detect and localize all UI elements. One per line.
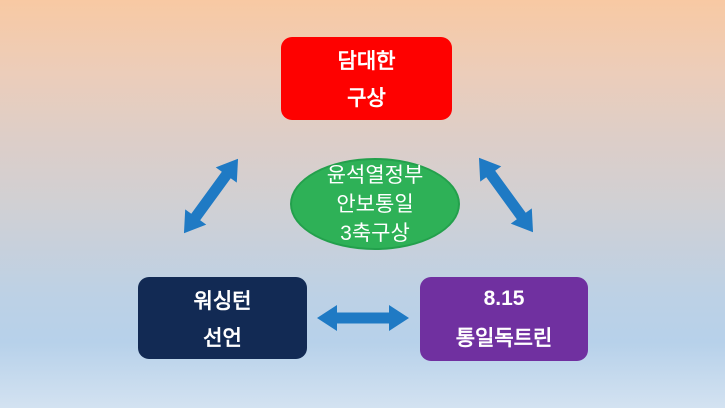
node-text-line: 워싱턴 <box>193 289 252 313</box>
double-arrow-icon <box>466 148 546 241</box>
node-815-doctrine: 8.15 통일독트린 <box>420 277 588 361</box>
node-text-line: 8.15 <box>483 286 525 310</box>
node-text-line: 3축구상 <box>340 221 410 245</box>
node-text-line: 담대한 <box>337 49 396 73</box>
node-text-line: 구상 <box>347 87 386 111</box>
double-arrow-icon <box>171 149 251 242</box>
node-text-line: 윤석열정부 <box>326 163 424 187</box>
node-text-line: 통일독트린 <box>455 326 553 350</box>
node-washington-declaration: 워싱턴 선언 <box>138 277 307 359</box>
double-arrow-icon <box>317 302 409 334</box>
node-text-line: 안보통일 <box>336 192 414 216</box>
node-bold-initiative: 담대한 구상 <box>281 37 452 120</box>
node-center-ellipse: 윤석열정부 안보통일 3축구상 <box>290 158 460 250</box>
node-text-line: 선언 <box>203 326 242 350</box>
